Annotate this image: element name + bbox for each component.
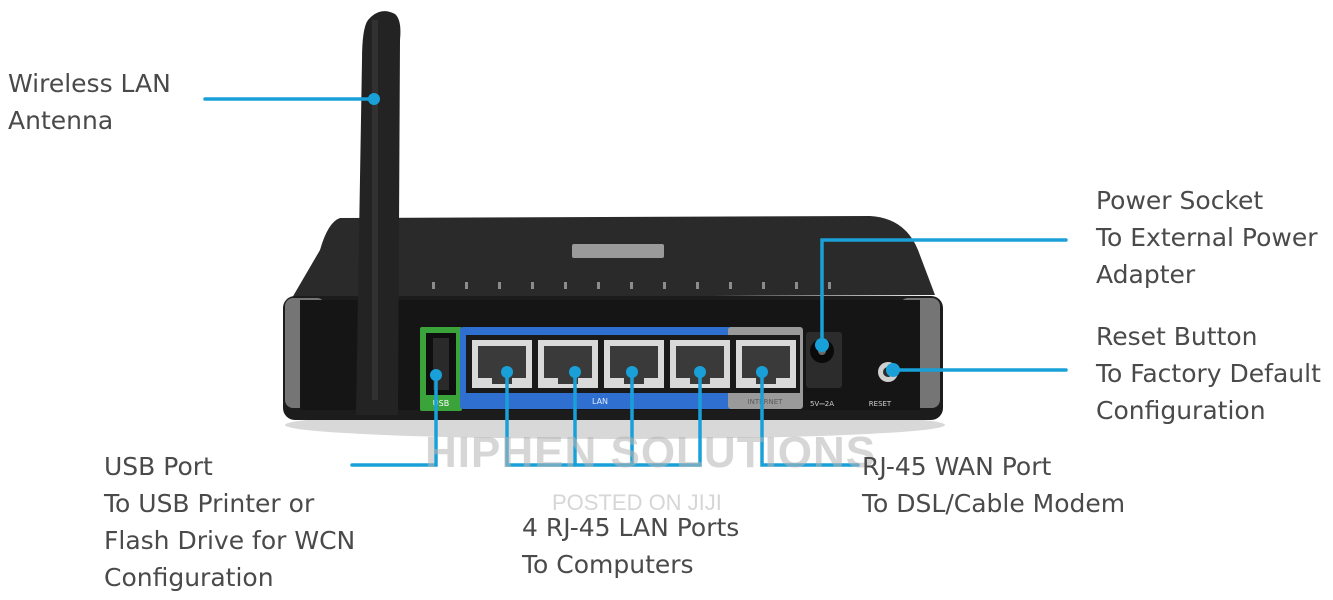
lan-port-label: LAN (592, 397, 608, 406)
wan-port (736, 340, 796, 388)
callout-power-line-2: To External Power (1096, 223, 1318, 252)
usb-port-label: USB (433, 399, 449, 408)
callout-wan: RJ-45 WAN Port To DSL/Cable Modem (862, 448, 1125, 522)
power-rating-label: 5V⎓2A (810, 400, 834, 408)
watermark-main: HIPHEN SOLUTIONS (425, 428, 877, 477)
wireless-antenna (356, 11, 401, 415)
callout-usb-line-3: Flash Drive for WCN (104, 526, 356, 555)
reset-label: RESET (869, 400, 892, 408)
callout-power-line-1: Power Socket (1096, 186, 1264, 215)
wan-port-label: INTERNET (748, 398, 784, 406)
callout-reset-line-1: Reset Button (1096, 322, 1258, 351)
callout-lan: 4 RJ-45 LAN Ports To Computers (522, 509, 739, 583)
usb-port: USB (420, 327, 462, 411)
callout-power-line-3: Adapter (1096, 260, 1196, 289)
callout-usb-line-4: Configuration (104, 563, 274, 592)
callout-power: Power Socket To External Power Adapter (1096, 182, 1318, 293)
callout-reset: Reset Button To Factory Default Configur… (1096, 318, 1321, 429)
leader-lines (203, 97, 1068, 467)
brand-plate (572, 244, 664, 258)
lan-port-2 (538, 340, 598, 388)
callout-usb: USB Port To USB Printer or Flash Drive f… (104, 448, 355, 596)
callout-reset-line-3: Configuration (1096, 396, 1266, 425)
callout-reset-line-2: To Factory Default (1096, 359, 1321, 388)
callout-antenna-line-2: Antenna (8, 106, 114, 135)
callout-usb-line-2: To USB Printer or (104, 489, 315, 518)
leader-endpoints (368, 93, 900, 381)
callout-antenna: Wireless LAN Antenna (8, 65, 171, 139)
lan-port-1 (472, 340, 532, 388)
lan-port-3 (604, 340, 664, 388)
vent-dots (432, 282, 831, 289)
leader-usb (350, 373, 438, 467)
leader-lan-outer (505, 370, 702, 467)
callout-lan-line-2: To Computers (522, 550, 694, 579)
callout-lan-line-1: 4 RJ-45 LAN Ports (522, 513, 740, 542)
callout-wan-line-1: RJ-45 WAN Port (862, 452, 1052, 481)
callout-antenna-line-1: Wireless LAN (8, 69, 171, 98)
watermark-sub: POSTED ON JIJI (552, 490, 722, 515)
callout-wan-line-2: To DSL/Cable Modem (862, 489, 1126, 518)
callout-usb-line-1: USB Port (104, 452, 213, 481)
leader-power (820, 238, 1068, 347)
leader-wan (760, 370, 860, 467)
